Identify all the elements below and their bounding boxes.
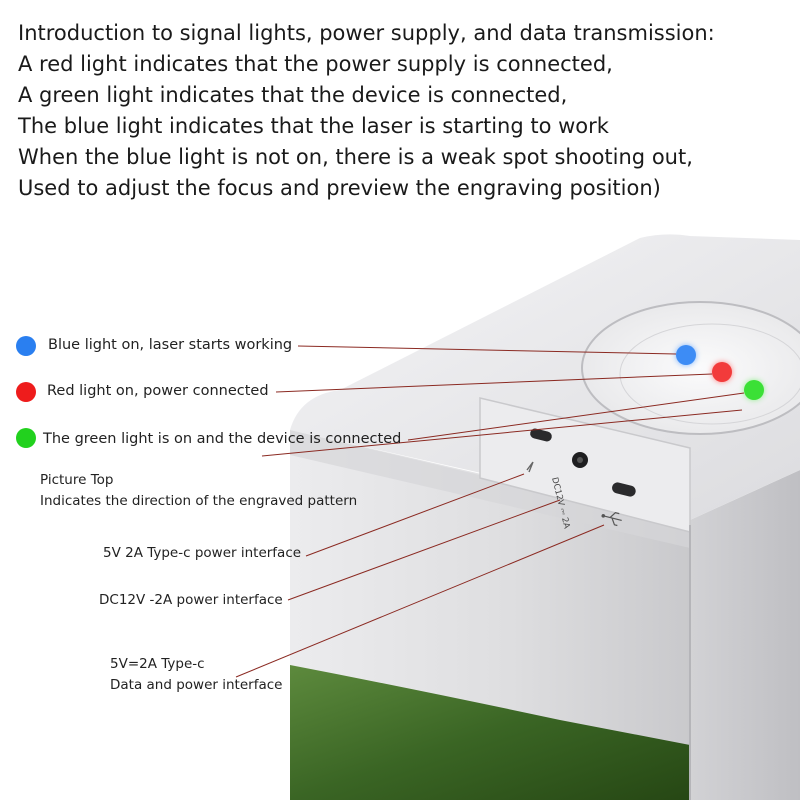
picture-top-leader-line	[261, 409, 743, 457]
picture-top-description: Indicates the direction of the engraved …	[40, 493, 358, 509]
blue-legend-dot	[16, 336, 36, 356]
blue-leader-line	[297, 345, 677, 355]
usb-icon	[601, 512, 622, 527]
intro-line: A green light indicates that the device …	[18, 83, 568, 107]
usb-c-data-description: Data and power interface	[110, 677, 283, 693]
usb-c-power-label: 5V 2A Type-c power interface	[103, 545, 302, 561]
green-leader-line	[407, 392, 745, 441]
arrow-icon	[526, 461, 534, 473]
device-window	[290, 665, 690, 800]
intro-line: When the blue light is not on, there is …	[18, 145, 693, 169]
green-led	[744, 380, 764, 400]
dc-power-label: DC12V -2A power interface	[99, 592, 283, 608]
intro-line: A red light indicates that the power sup…	[18, 52, 613, 76]
picture-top-title: Picture Top	[40, 472, 114, 488]
red-light-label: Red light on, power connected	[47, 383, 269, 399]
usb-c-power-leader-line	[305, 473, 525, 557]
red-led	[712, 362, 732, 382]
usb-c-data-port	[612, 482, 636, 497]
blue-led	[676, 345, 696, 365]
usb-c-data-title: 5V=2A Type-c	[110, 656, 205, 672]
blue-light-label: Blue light on, laser starts working	[48, 337, 293, 353]
intro-line: Introduction to signal lights, power sup…	[18, 21, 715, 45]
intro-line: Used to adjust the focus and preview the…	[18, 176, 661, 200]
green-legend-dot	[16, 428, 36, 448]
usb-c-power-port	[530, 428, 552, 442]
intro-text: Introduction to signal lights, power sup…	[18, 18, 788, 204]
green-light-label: The green light is on and the device is …	[43, 431, 402, 447]
usb-c-data-leader-line	[235, 524, 605, 678]
red-legend-dot	[16, 382, 36, 402]
dc-leader-line	[287, 499, 561, 601]
red-leader-line	[275, 373, 713, 393]
intro-line: The blue light indicates that the laser …	[18, 114, 609, 138]
dc-jack-port	[572, 452, 588, 468]
